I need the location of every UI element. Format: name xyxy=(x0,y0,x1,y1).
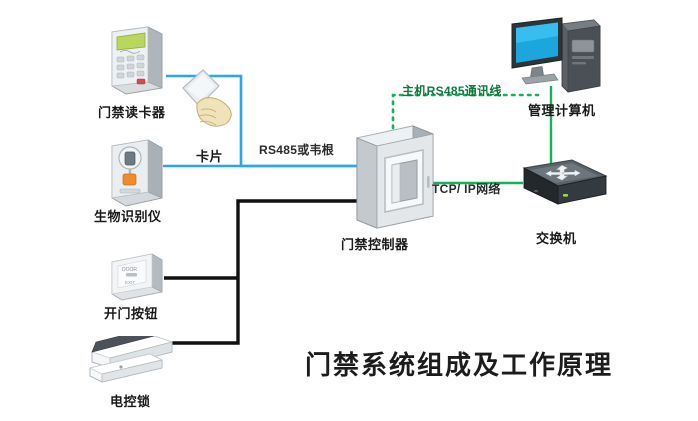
label-switch: 交换机 xyxy=(536,231,577,246)
wire-label-rs485-wiegand: RS485或韦根 xyxy=(259,143,335,157)
label-card-reader: 门禁读卡器 xyxy=(98,105,166,120)
label-controller: 门禁控制器 xyxy=(341,237,409,252)
fingerprint-reader-icon xyxy=(111,139,163,207)
wire-label-tcp-ip: TCP/ IP网络 xyxy=(432,182,501,196)
keypad-card-reader-icon xyxy=(111,26,163,95)
node-switch[interactable] xyxy=(510,158,610,222)
node-controller[interactable] xyxy=(353,124,437,232)
node-electric-lock[interactable] xyxy=(88,327,182,392)
node-exit-button[interactable]: DOOR EXIT xyxy=(108,250,166,304)
desktop-computer-icon xyxy=(511,17,601,93)
label-electric-lock: 电控锁 xyxy=(110,394,151,409)
node-biometric-reader[interactable] xyxy=(106,136,166,210)
label-biometric-reader: 生物识别仪 xyxy=(94,209,162,224)
link-lock-to-controller xyxy=(172,199,357,345)
node-card-reader[interactable] xyxy=(104,24,166,98)
label-card: 卡片 xyxy=(196,149,224,164)
label-computer: 管理计算机 xyxy=(528,103,596,118)
svg-text:EXIT: EXIT xyxy=(125,280,135,285)
wire-label-host-rs485: 主机RS485通讯线 xyxy=(402,84,502,98)
label-exit-button: 开门按钮 xyxy=(104,306,159,321)
svg-text:DOOR: DOOR xyxy=(122,267,137,273)
network-switch-icon xyxy=(522,159,608,205)
hand-holding-card-icon xyxy=(182,69,232,127)
electric-strike-lock-icon xyxy=(88,327,174,383)
diagram-title: 门禁系统组成及工作原理 xyxy=(305,350,614,380)
access-controller-box-icon xyxy=(355,125,435,229)
node-card[interactable] xyxy=(175,62,251,144)
exit-push-button-icon: DOOR EXIT xyxy=(111,253,163,301)
node-computer[interactable] xyxy=(510,16,606,98)
